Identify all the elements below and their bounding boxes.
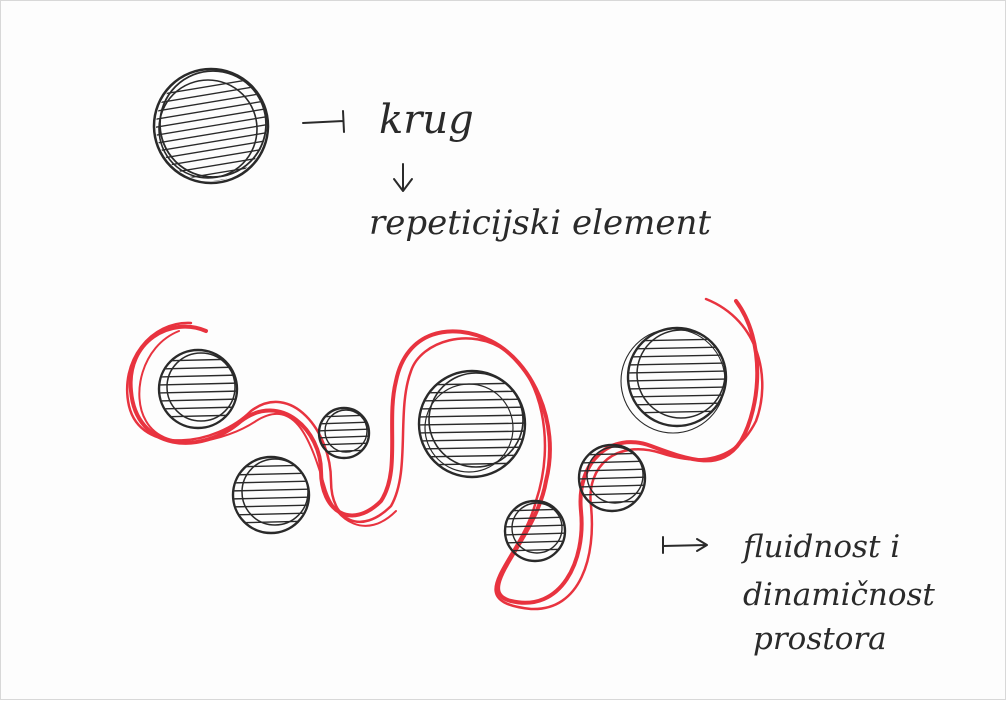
circle-sketch <box>503 499 567 563</box>
circle-sketch <box>577 443 647 513</box>
circle-sketch-top <box>152 67 270 185</box>
repetition-label: repeticijski element <box>369 203 711 243</box>
fluid-red-lines <box>126 297 764 611</box>
circle-sketch <box>620 326 728 434</box>
fluidity-line-1: fluidnost i <box>741 529 900 565</box>
arrow-down <box>393 163 413 192</box>
arrow-to-krug <box>302 110 345 133</box>
arrow-to-fluidity <box>662 536 708 554</box>
circle-sketch <box>317 406 371 460</box>
fluidity-line-2: dinamičnost <box>743 577 935 613</box>
circle-cluster <box>157 326 728 563</box>
circle-sketch <box>231 455 311 535</box>
fluidity-line-3: prostora <box>753 621 887 657</box>
circle-sketch <box>157 348 239 430</box>
circle-label: krug <box>379 97 474 143</box>
circle-sketch <box>417 369 527 479</box>
